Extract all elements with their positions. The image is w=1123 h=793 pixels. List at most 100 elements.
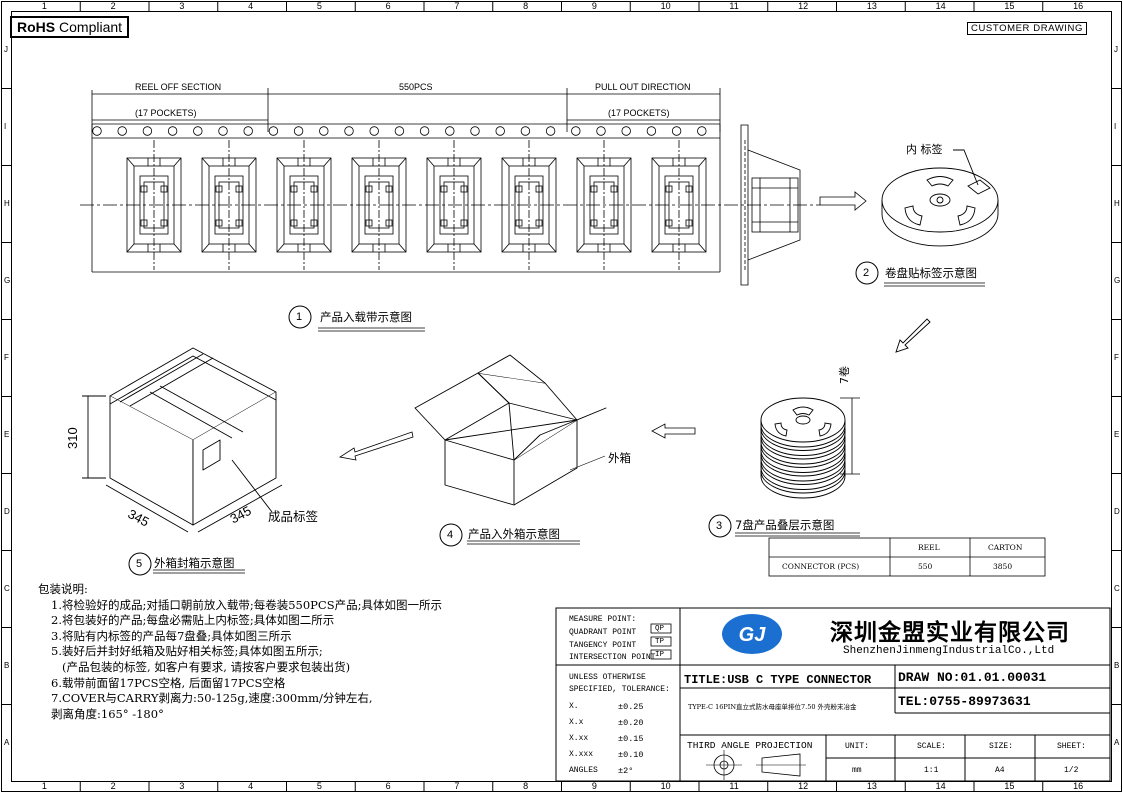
column-label-bottom: 6 — [385, 781, 391, 791]
column-label-bottom: 2 — [110, 781, 116, 791]
row-label-left: B — [4, 661, 10, 670]
unit-header: UNIT: — [845, 742, 870, 751]
note-heading: 包装说明: — [38, 582, 88, 596]
column-label-bottom: 5 — [316, 781, 322, 791]
step-3-label: 7盘产品叠层示意图 — [735, 518, 835, 532]
rohs-rest: Compliant — [59, 19, 123, 35]
column-label-top: 5 — [316, 1, 322, 11]
row-label-left: I — [4, 122, 7, 131]
column-label-top: 6 — [385, 1, 391, 11]
unit-value: mm — [852, 766, 862, 775]
column-label-bottom: 7 — [454, 781, 460, 791]
row-label-right: G — [1114, 276, 1121, 285]
qp-code: QP — [655, 625, 665, 633]
sheet-value: 1/2 — [1064, 766, 1079, 775]
tolerance-value: ±2° — [618, 766, 634, 776]
unless-otherwise: UNLESS OTHERWISE — [569, 673, 646, 682]
quadrant-point: QUADRANT POINT — [569, 627, 637, 637]
tolerance-key: X.xx — [569, 734, 589, 743]
column-label-bottom: 12 — [798, 781, 809, 791]
column-label-top: 1 — [41, 1, 47, 11]
specified-tolerance: SPECIFIED, TOLERANCE: — [569, 685, 670, 694]
column-label-bottom: 15 — [1004, 781, 1015, 791]
tolerance-value: ±0.20 — [618, 718, 644, 728]
row-label-left: E — [4, 430, 10, 439]
column-label-top: 14 — [935, 1, 946, 11]
step-3-number: 3 — [716, 520, 723, 532]
telephone: TEL:0755-89973631 — [898, 694, 1031, 709]
column-label-top: 8 — [523, 1, 529, 11]
size-value: A4 — [995, 766, 1005, 775]
row-label-left: C — [4, 584, 10, 593]
row-label-right: D — [1114, 507, 1120, 516]
qty-col-carton: CARTON — [988, 543, 1023, 552]
drawing-number: DRAW NO:01.01.00031 — [898, 670, 1047, 685]
column-label-top: 2 — [110, 1, 116, 11]
pcs-count-label: 550PCS — [399, 82, 433, 92]
column-label-bottom: 14 — [935, 781, 946, 791]
note-1: 1.将检验好的成品;对插口朝前放入载带;每卷装550PCS产品;具体如图一所示 — [51, 597, 442, 612]
column-label-top: 15 — [1004, 1, 1015, 11]
row-label-right: F — [1114, 353, 1119, 362]
column-label-top: 3 — [179, 1, 185, 11]
column-label-top: 12 — [798, 1, 809, 11]
step-2-label: 卷盘贴标签示意图 — [885, 266, 977, 280]
note-6: 6.载带前面留17PCS空格, 后面留17PCS空格 — [51, 675, 286, 690]
inner-label-callout: 内 标签 — [906, 143, 943, 156]
column-label-top: 10 — [660, 1, 671, 11]
box-height-dim: 310 — [65, 427, 80, 449]
drawing-subtitle: TYPE-C 16PIN直立式防水母座单排位7.50 外壳粉末冶金 — [688, 703, 857, 711]
row-label-left: D — [4, 507, 10, 516]
note-7: 7.COVER与CARRY剥离力:50-125g,速度:300mm/分钟左右, — [51, 691, 373, 706]
rohs-bold: RoHS — [17, 19, 56, 35]
tolerance-value: ±0.10 — [618, 750, 644, 760]
step-5-label: 外箱封箱示意图 — [154, 556, 235, 570]
step-4-number: 4 — [447, 529, 454, 541]
column-label-bottom: 9 — [591, 781, 597, 791]
column-label-bottom: 4 — [248, 781, 254, 791]
tolerance-key: X. — [569, 702, 579, 711]
row-label-right: B — [1114, 661, 1120, 670]
column-label-bottom: 1 — [41, 781, 47, 791]
step-2-number: 2 — [863, 267, 870, 279]
row-label-left: G — [4, 276, 11, 285]
tolerance-key: X.x — [569, 718, 584, 727]
packaging-notes: 包装说明: 1.将检验好的成品;对插口朝前放入载带;每卷装550PCS产品;具体… — [38, 582, 442, 722]
qty-row-label: CONNECTOR (PCS) — [782, 562, 860, 571]
row-label-right: J — [1114, 45, 1118, 54]
note-3: 3.将贴有内标签的产品每7盘叠;具体如图三所示 — [51, 628, 292, 643]
drawing-title: TITLE:USB C TYPE CONNECTOR — [684, 673, 872, 687]
tolerance-key: X.xxx — [569, 750, 594, 759]
row-label-right: A — [1114, 738, 1120, 747]
note-2: 2.将包装好的产品;每盘必需贴上内标签;具体如图二所示 — [51, 613, 335, 628]
row-label-right: C — [1114, 584, 1120, 593]
customer-drawing-badge: CUSTOMER DRAWING — [967, 22, 1087, 35]
step-1-number: 1 — [296, 311, 303, 323]
seven-reels-label: 7卷 — [838, 366, 851, 384]
outer-box-label: 外箱 — [608, 451, 631, 465]
row-label-right: E — [1114, 430, 1120, 439]
intersection-point: INTERSECTION POINT — [569, 653, 656, 663]
svg-text:GJ: GJ — [739, 624, 767, 646]
qty-col-reel: REEL — [918, 543, 940, 552]
column-label-bottom: 3 — [179, 781, 185, 791]
sheet-header: SHEET: — [1057, 742, 1086, 751]
column-label-top: 9 — [591, 1, 597, 11]
step-4-label: 产品入外箱示意图 — [468, 527, 560, 541]
step-5-number: 5 — [136, 558, 143, 570]
row-label-left: H — [4, 199, 10, 208]
tolerance-value: ±0.25 — [618, 702, 644, 712]
scale-header: SCALE: — [917, 742, 946, 751]
row-label-left: A — [4, 738, 10, 747]
company-name-cn: 深圳金盟实业有限公司 — [830, 620, 1070, 646]
tolerance-value: ±0.15 — [618, 734, 644, 744]
qty-carton-value: 3850 — [993, 562, 1013, 571]
column-label-bottom: 11 — [729, 781, 739, 791]
company-logo: GJ — [722, 614, 782, 654]
third-angle-label: THIRD ANGLE PROJECTION — [687, 740, 813, 751]
column-label-bottom: 8 — [523, 781, 529, 791]
column-label-bottom: 13 — [866, 781, 877, 791]
product-label-callout: 成品标签 — [268, 509, 319, 524]
note-5-sub: (产品包装的标签, 如客户有要求, 请按客户要求包装出货) — [62, 659, 351, 674]
